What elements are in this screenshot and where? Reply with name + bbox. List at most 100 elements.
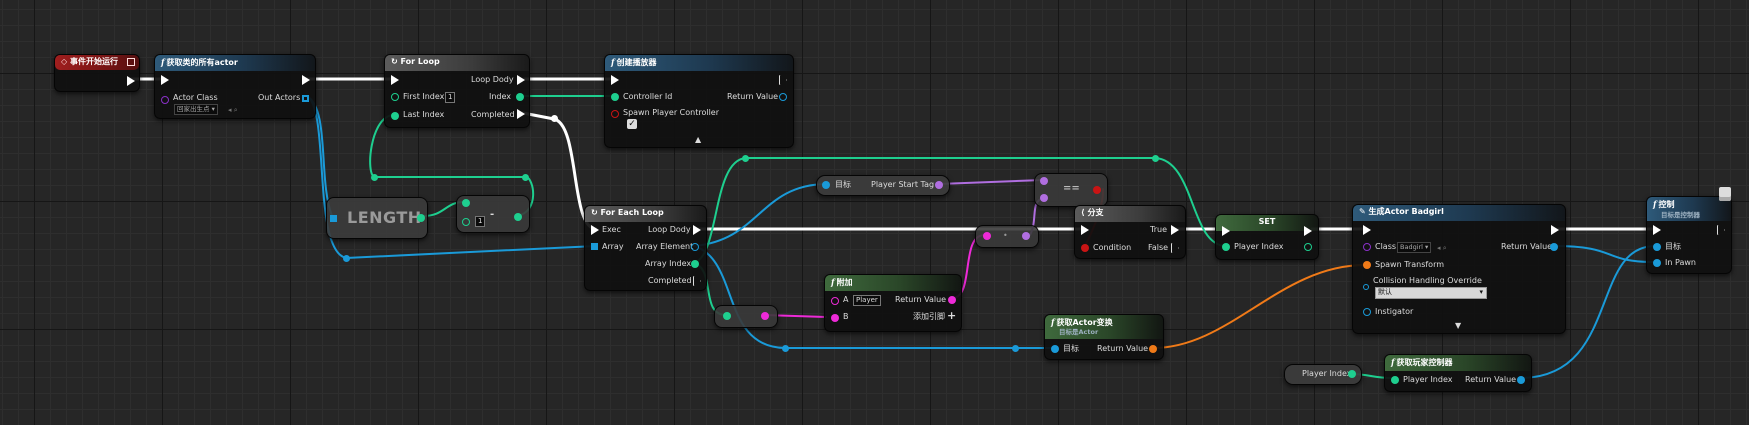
exec-in-pin[interactable] xyxy=(1222,226,1230,236)
expand-arrow-icon[interactable]: ▼ xyxy=(1455,321,1462,330)
return-value-pin[interactable] xyxy=(948,296,956,304)
wire-controller-target[interactable] xyxy=(1519,245,1656,379)
exec-in-pin[interactable] xyxy=(161,75,169,85)
reroute-dot[interactable] xyxy=(1012,345,1019,352)
wire-transform-spawn[interactable] xyxy=(1152,264,1366,349)
collision-pin[interactable] xyxy=(1363,284,1369,290)
wire-spawn-inpawn[interactable] xyxy=(1552,245,1656,263)
false-exec-pin[interactable] xyxy=(1171,243,1179,253)
subtract-b-pin[interactable] xyxy=(462,218,470,226)
completed-exec-pin[interactable] xyxy=(517,109,525,119)
exec-in-pin[interactable] xyxy=(1363,225,1371,235)
wire-element-tag[interactable] xyxy=(693,183,827,247)
spawn-transform-pin[interactable] xyxy=(1363,261,1371,269)
spawn-controller-pin[interactable] xyxy=(611,110,619,118)
spawn-controller-checkbox[interactable]: ✓ xyxy=(627,119,637,129)
actor-class-pin[interactable] xyxy=(161,96,169,104)
array-index-pin[interactable] xyxy=(691,260,699,268)
exec-out-pin[interactable] xyxy=(127,76,135,86)
subtract-a-pin[interactable] xyxy=(462,199,470,207)
equal-b-pin[interactable] xyxy=(1040,194,1048,202)
reroute-dot[interactable] xyxy=(742,155,749,162)
target-pin[interactable] xyxy=(822,181,830,189)
tag-out-pin[interactable] xyxy=(935,181,943,189)
target-pin[interactable] xyxy=(1653,243,1661,251)
add-pin-icon[interactable]: + xyxy=(947,309,957,322)
node-get-player-start-tag[interactable]: 目标 Player Start Tag xyxy=(816,175,950,196)
node-branch[interactable]: ⟨ 分支 True Condition False xyxy=(1074,205,1186,259)
append-a-field[interactable]: Player xyxy=(853,295,881,306)
append-a-pin[interactable] xyxy=(831,297,839,305)
condition-pin[interactable] xyxy=(1081,244,1089,252)
exec-in-pin[interactable] xyxy=(1653,225,1661,235)
expand-arrow-icon[interactable]: ▲ xyxy=(695,135,702,144)
subtract-out-pin[interactable] xyxy=(514,213,522,221)
exec-out-pin[interactable] xyxy=(779,75,787,85)
target-pin[interactable] xyxy=(1051,345,1059,353)
node-get-player-index[interactable]: Player Index xyxy=(1284,364,1362,385)
exec-in-pin[interactable] xyxy=(391,75,399,85)
exec-out-pin[interactable] xyxy=(1717,225,1725,235)
loop-body-exec-pin[interactable] xyxy=(693,225,701,235)
node-spawn-actor[interactable]: ✎ 生成Actor Badgirl Class Badgirl ▾ ◂ ⌕ Re… xyxy=(1352,204,1566,334)
node-array-length[interactable]: LENGTH xyxy=(326,197,428,239)
collision-dropdown[interactable]: 默认▾ xyxy=(1375,287,1487,299)
node-for-each-loop[interactable]: ↻ For Each Loop Exec Loop Dody Array Arr… xyxy=(584,205,707,291)
index-pin[interactable] xyxy=(516,93,524,101)
reroute-dot[interactable] xyxy=(1152,155,1159,162)
array-element-pin[interactable] xyxy=(691,243,699,251)
reroute-dot[interactable] xyxy=(522,174,529,181)
node-equal-name[interactable]: == xyxy=(1034,173,1108,207)
name-out-pin[interactable] xyxy=(1022,232,1030,240)
node-event-begin-play[interactable]: ◇ 事件开始运行 xyxy=(54,54,140,92)
length-out-pin[interactable] xyxy=(417,214,425,222)
first-index-field[interactable]: 1 xyxy=(445,92,456,103)
exec-in-pin[interactable] xyxy=(611,75,619,85)
browse-icon[interactable]: ◂ ⌕ xyxy=(228,106,238,114)
append-b-pin[interactable] xyxy=(831,314,839,322)
wire-tag-equal[interactable] xyxy=(938,179,1044,185)
actor-class-dropdown[interactable]: 回家出生点 ▾ xyxy=(174,104,218,115)
completed-exec-pin[interactable] xyxy=(693,276,701,286)
in-pawn-pin[interactable] xyxy=(1653,259,1661,267)
class-pin[interactable] xyxy=(1363,243,1371,251)
true-exec-pin[interactable] xyxy=(1171,225,1179,235)
player-index-in-pin[interactable] xyxy=(1222,243,1230,251)
reroute-dot[interactable] xyxy=(343,255,350,262)
player-index-out-pin[interactable] xyxy=(1348,370,1356,378)
player-index-pin[interactable] xyxy=(1391,376,1399,384)
instigator-pin[interactable] xyxy=(1363,308,1371,316)
browse-icon[interactable]: ◂ ⌕ xyxy=(1437,244,1447,252)
out-actors-array-pin[interactable] xyxy=(302,95,309,102)
node-string-to-name[interactable]: • xyxy=(975,225,1039,248)
class-dropdown[interactable]: Badgirl ▾ xyxy=(1397,242,1432,253)
controller-id-pin[interactable] xyxy=(611,93,619,101)
return-value-pin[interactable] xyxy=(1149,345,1157,353)
last-index-pin[interactable] xyxy=(391,112,399,120)
array-in-pin[interactable] xyxy=(330,215,337,222)
return-value-pin[interactable] xyxy=(1517,376,1525,384)
node-for-loop[interactable]: ↻ For Loop Loop Dody First Index 1 Index… xyxy=(384,54,530,128)
first-index-pin[interactable] xyxy=(391,93,399,101)
return-value-pin[interactable] xyxy=(1550,243,1558,251)
reroute-dot[interactable] xyxy=(371,174,378,181)
subtract-b-field[interactable]: 1 xyxy=(475,216,486,227)
add-pin-label[interactable]: 添加引脚 xyxy=(913,312,945,321)
int-in-pin[interactable] xyxy=(723,312,731,320)
return-value-pin[interactable] xyxy=(779,93,787,101)
wire-arrayindex-set[interactable] xyxy=(693,157,1226,264)
array-in-pin[interactable] xyxy=(591,243,598,250)
exec-in-pin[interactable] xyxy=(591,225,599,235)
exec-in-pin[interactable] xyxy=(1081,225,1089,235)
node-int-to-string[interactable] xyxy=(714,305,778,328)
reroute-dot[interactable] xyxy=(551,115,558,122)
player-index-out-pin[interactable] xyxy=(1304,243,1312,251)
exec-out-pin[interactable] xyxy=(1304,226,1312,236)
exec-out-pin[interactable] xyxy=(1551,225,1559,235)
exec-out-pin[interactable] xyxy=(302,75,310,85)
